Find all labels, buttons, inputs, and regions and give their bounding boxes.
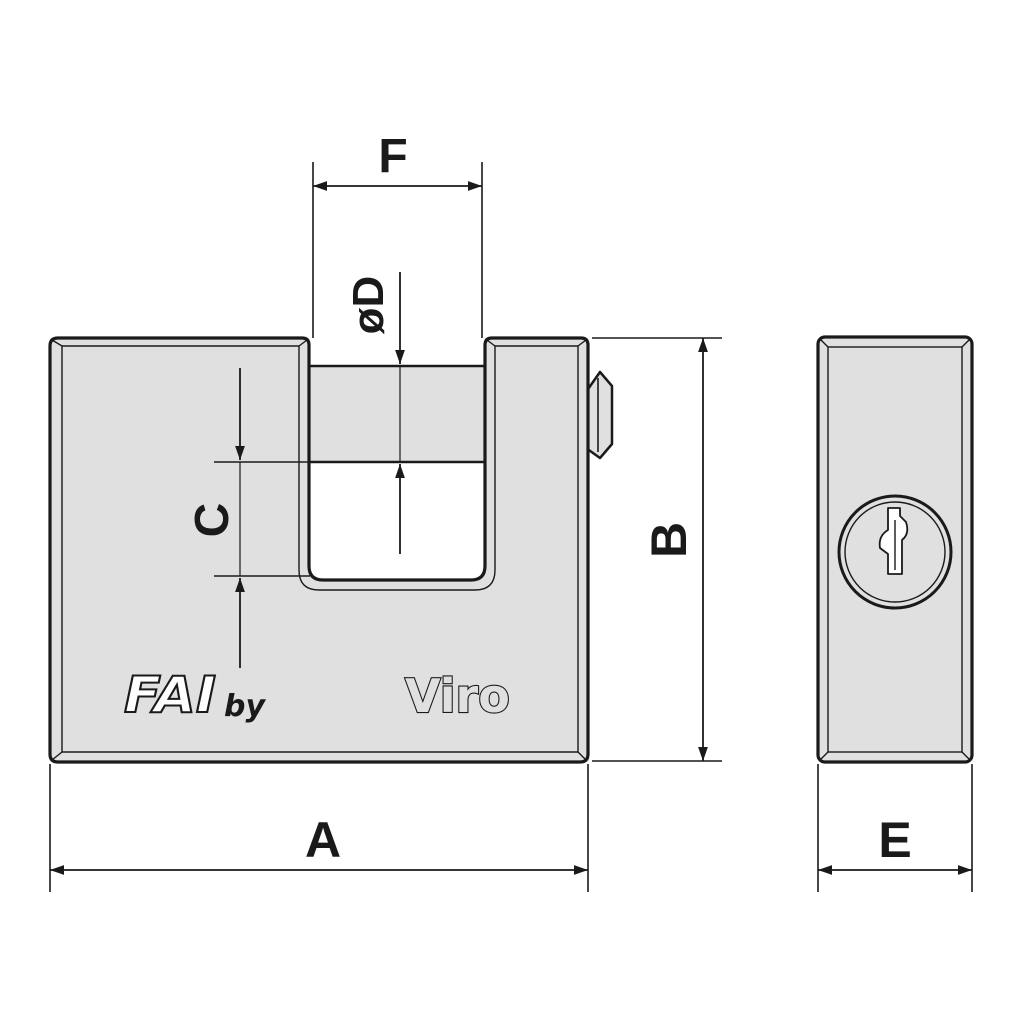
dimension-c: C bbox=[186, 368, 310, 668]
dimension-label-e: E bbox=[878, 812, 911, 868]
shackle-bar bbox=[310, 366, 485, 462]
fai-logo: FAI bbox=[124, 666, 216, 724]
dimension-label-d: øD bbox=[344, 276, 393, 335]
padlock-side-view bbox=[816, 335, 974, 764]
dimension-e: E bbox=[817, 764, 973, 892]
dimension-a: A bbox=[49, 764, 589, 892]
dimension-label-a: A bbox=[305, 812, 341, 868]
dimension-label-c: C bbox=[186, 503, 239, 538]
lock-body bbox=[48, 336, 590, 764]
viro-brand-text: Viro bbox=[405, 669, 510, 723]
keyhole-icon bbox=[837, 494, 953, 610]
dimension-d: øD bbox=[344, 272, 405, 554]
bolt-stub bbox=[584, 370, 614, 460]
dimension-label-b: B bbox=[641, 522, 697, 558]
dimension-b: B bbox=[592, 337, 722, 762]
dimension-label-f: F bbox=[378, 130, 407, 183]
padlock-front-view: FAI by Viro bbox=[48, 336, 614, 764]
dimension-f: F bbox=[312, 130, 483, 338]
by-text: by bbox=[224, 689, 266, 724]
